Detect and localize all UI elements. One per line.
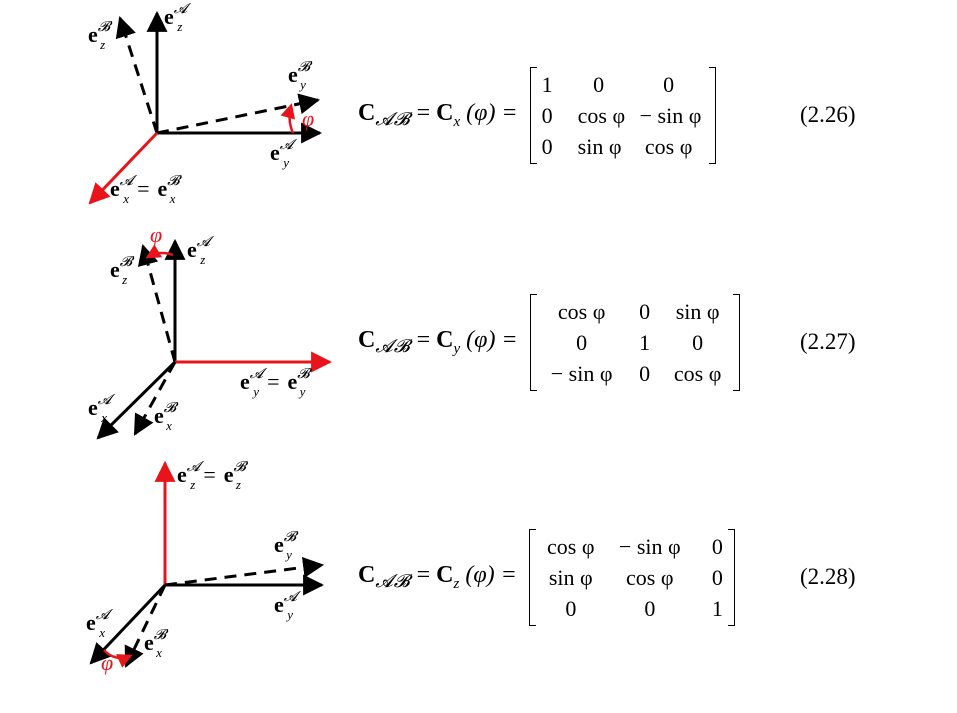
axis-ez-b bbox=[115, 16, 159, 134]
angle-arc bbox=[280, 103, 296, 134]
rotation-matrix: cos φ 0 sin φ 0 1 0 − sin φ 0 cos φ bbox=[529, 293, 740, 391]
axis-ey-b bbox=[156, 93, 321, 135]
matrix-cell: − sin φ bbox=[618, 533, 681, 559]
matrix-cell: 1 bbox=[639, 329, 651, 355]
angle-phi-label: φ bbox=[302, 106, 314, 131]
matrix-cell: − sin φ bbox=[639, 102, 702, 128]
angle-phi-label: φ bbox=[150, 225, 162, 247]
angle-phi-label: φ bbox=[101, 650, 113, 675]
matrix-cell: cos φ bbox=[577, 102, 626, 128]
matrix-cell: cos φ bbox=[557, 298, 606, 324]
equation-lhs: C𝓐𝓑 = Cz (φ) = bbox=[358, 561, 517, 592]
matrix-cell: cos φ bbox=[673, 360, 722, 386]
matrix-cell: sin φ bbox=[577, 133, 622, 159]
matrix-cell: 0 bbox=[565, 595, 577, 621]
equation-number: (2.27) bbox=[800, 329, 856, 354]
equation-number: (2.26) bbox=[800, 102, 856, 127]
angle-arc bbox=[145, 244, 174, 259]
matrix-cell: cos φ bbox=[644, 133, 693, 159]
matrix-cell: sin φ bbox=[548, 564, 593, 590]
axis-ex-a bbox=[96, 360, 177, 440]
matrix-cell: − sin φ bbox=[550, 360, 613, 386]
axis-ey-b bbox=[164, 556, 325, 587]
rotation-matrix: cos φ − sin φ 0 sin φ cos φ 0 0 0 1 bbox=[528, 528, 735, 626]
rotation-matrix: 1 0 0 0 cos φ − sin φ 0 sin φ cos φ bbox=[529, 66, 716, 164]
matrix-cell: cos φ bbox=[547, 533, 595, 559]
equation-2-27: C𝓐𝓑 = Cy (φ) = cos φ 0 sin φ 0 1 0 − sin… bbox=[358, 293, 740, 391]
matrix-cell: 0 bbox=[692, 329, 704, 355]
matrix-cell: 0 bbox=[576, 329, 588, 355]
matrix-cell: 0 bbox=[639, 360, 651, 386]
matrix-cell: 0 bbox=[593, 71, 605, 97]
equation-2-26: C𝓐𝓑 = Cx (φ) = 1 0 0 0 cos φ − sin φ 0 s… bbox=[358, 66, 716, 164]
angle-arc bbox=[103, 649, 133, 668]
equation-number: (2.28) bbox=[800, 564, 856, 589]
axis-ex-common bbox=[88, 131, 159, 205]
matrix-cell: sin φ bbox=[675, 298, 720, 324]
axis-ez-b bbox=[137, 243, 177, 363]
matrix-cell: 0 bbox=[541, 102, 553, 128]
axis-ex-b bbox=[133, 361, 177, 436]
axis-ex-b bbox=[124, 584, 167, 668]
matrix-cell: 0 bbox=[711, 533, 723, 559]
matrix-cell: 0 bbox=[711, 564, 723, 590]
equation-2-28: C𝓐𝓑 = Cz (φ) = cos φ − sin φ 0 sin φ cos… bbox=[358, 528, 735, 626]
equation-lhs: C𝓐𝓑 = Cx (φ) = bbox=[358, 99, 518, 130]
matrix-cell: 0 bbox=[541, 133, 553, 159]
equation-lhs: C𝓐𝓑 = Cy (φ) = bbox=[358, 326, 518, 357]
matrix-cell: 1 bbox=[541, 71, 553, 97]
matrix-cell: cos φ bbox=[626, 564, 674, 590]
matrix-cell: 1 bbox=[711, 595, 723, 621]
axis-ex-a bbox=[89, 583, 167, 665]
matrix-cell: 0 bbox=[644, 595, 656, 621]
matrix-cell: 0 bbox=[663, 71, 675, 97]
matrix-cell: 0 bbox=[639, 298, 651, 324]
